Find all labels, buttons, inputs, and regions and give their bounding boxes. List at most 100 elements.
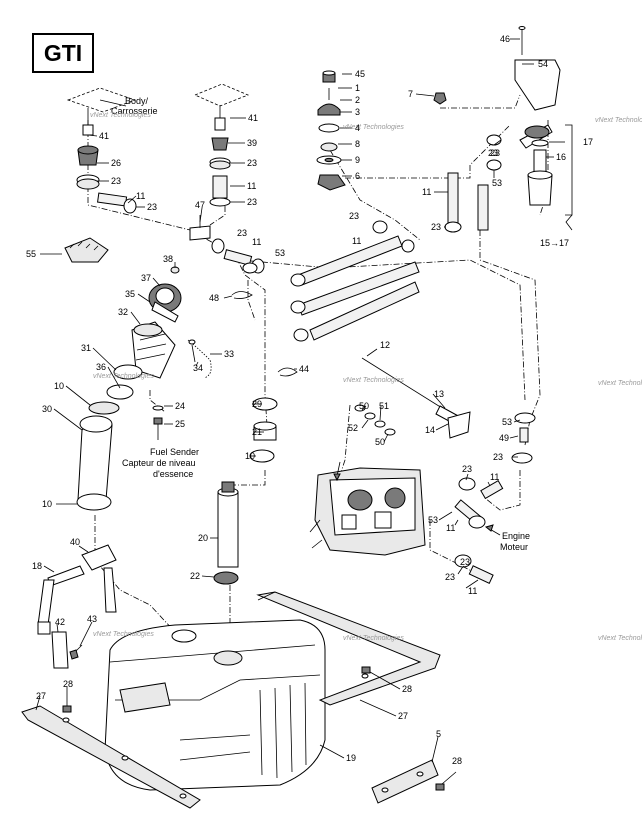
callout-14: 14 xyxy=(425,425,435,435)
callout-23: 23 xyxy=(493,452,503,462)
callout-23: 23 xyxy=(349,211,359,221)
label-capteur-2: d'essence xyxy=(153,469,193,479)
callout-28: 28 xyxy=(402,684,412,694)
tank-support-right xyxy=(256,591,441,706)
callout-53: 53 xyxy=(428,515,438,525)
fuel-tank xyxy=(104,619,326,791)
callout-3: 3 xyxy=(355,107,360,117)
fuel-filter-assembly xyxy=(514,26,573,231)
tether-33 xyxy=(187,339,212,379)
callout-36: 36 xyxy=(96,362,106,372)
watermark: vNext Technologies xyxy=(343,635,404,642)
callout-43: 43 xyxy=(87,614,97,624)
callout-37: 37 xyxy=(141,273,151,283)
callout-11: 11 xyxy=(136,191,145,201)
label-body: Body/ xyxy=(125,96,149,106)
callout-45: 45 xyxy=(355,69,365,79)
callout-55: 55 xyxy=(26,249,36,259)
label-carrosserie: Carrosserie xyxy=(111,106,158,116)
callout-16: 16 xyxy=(556,152,566,162)
callout-28: 28 xyxy=(63,679,73,689)
choke-cable xyxy=(354,357,471,439)
leader-lines xyxy=(35,38,565,785)
callout-4: 4 xyxy=(355,123,360,133)
callout-35: 35 xyxy=(125,289,135,299)
callout-23: 23 xyxy=(445,572,455,582)
callout-41: 41 xyxy=(99,131,109,141)
callout-11: 11 xyxy=(422,187,431,197)
bracket-55 xyxy=(64,237,109,263)
callout-11: 11 xyxy=(446,523,455,533)
callout-29: 29 xyxy=(252,399,262,409)
callout-25: 25 xyxy=(175,419,185,429)
label-capteur-1: Capteur de niveau xyxy=(122,458,196,468)
callout-10: 10 xyxy=(245,451,255,461)
callout-26: 26 xyxy=(111,158,121,168)
watermark: vNext Technologies xyxy=(93,631,154,638)
callout-39: 39 xyxy=(247,138,257,148)
callout-23: 23 xyxy=(488,148,498,158)
callout-23: 23 xyxy=(460,557,470,567)
fill-hose-30 xyxy=(76,401,120,511)
callout-23: 23 xyxy=(490,148,500,158)
text-labels: Body/ Carrosserie Fuel Sender Capteur de… xyxy=(111,96,569,552)
straps xyxy=(37,544,117,669)
watermark: vNext Technologies xyxy=(343,377,404,384)
callout-22: 22 xyxy=(190,571,200,581)
callout-50: 50 xyxy=(359,401,369,411)
callout-12: 12 xyxy=(380,340,390,350)
cross-hoses xyxy=(242,220,420,342)
callout-23: 23 xyxy=(462,464,472,474)
callout-53: 53 xyxy=(502,417,512,427)
callout-27: 27 xyxy=(36,691,46,701)
callout-28: 28 xyxy=(452,756,462,766)
screws-28 xyxy=(62,666,371,713)
body-panel-left xyxy=(66,83,250,113)
callout-48: 48 xyxy=(209,293,219,303)
watermark: vNext Technologies xyxy=(598,635,642,642)
clips-48-44 xyxy=(231,291,298,377)
fastener-24-25 xyxy=(152,405,164,440)
callout-32: 32 xyxy=(118,307,128,317)
label-fuel-sender: Fuel Sender xyxy=(150,447,199,457)
callout-11: 11 xyxy=(468,586,477,596)
callout-11: 11 xyxy=(252,237,261,247)
callout-46: 46 xyxy=(500,34,510,44)
callout-30: 30 xyxy=(42,404,52,414)
callout-7: 7 xyxy=(408,89,413,99)
callout-47: 47 xyxy=(195,200,205,210)
callout-31: 31 xyxy=(81,343,91,353)
label-range-15-17: 15→17 xyxy=(540,238,569,248)
vent-stack-right xyxy=(209,105,231,170)
filler-neck xyxy=(106,266,182,400)
callout-1: 1 xyxy=(355,83,360,93)
callout-13: 13 xyxy=(434,389,444,399)
callout-8: 8 xyxy=(355,139,360,149)
clip-7 xyxy=(433,92,447,105)
callout-10: 10 xyxy=(42,499,52,509)
callout-11: 11 xyxy=(490,472,499,482)
callout-2: 2 xyxy=(355,95,360,105)
callout-52: 52 xyxy=(348,423,358,433)
fuel-sender-20 xyxy=(213,481,239,585)
callout-51: 51 xyxy=(379,401,389,411)
callout-50: 50 xyxy=(375,437,385,447)
callout-23: 23 xyxy=(431,222,441,232)
callout-41: 41 xyxy=(248,113,258,123)
callout-6: 6 xyxy=(355,171,360,181)
callout-11: 11 xyxy=(247,181,256,191)
callout-44: 44 xyxy=(299,364,309,374)
vent-stack-left xyxy=(76,108,100,190)
callout-33: 33 xyxy=(224,349,234,359)
callout-24: 24 xyxy=(175,401,185,411)
callout-17: 17 xyxy=(583,137,593,147)
watermark: vNext Technologies xyxy=(595,117,642,124)
callout-9: 9 xyxy=(355,155,360,165)
carburetor xyxy=(309,467,426,556)
callout-23: 23 xyxy=(111,176,121,186)
callout-21: 21 xyxy=(252,427,262,437)
engine-hoses xyxy=(454,412,536,584)
callout-53: 53 xyxy=(492,178,502,188)
callout-23: 23 xyxy=(247,158,257,168)
